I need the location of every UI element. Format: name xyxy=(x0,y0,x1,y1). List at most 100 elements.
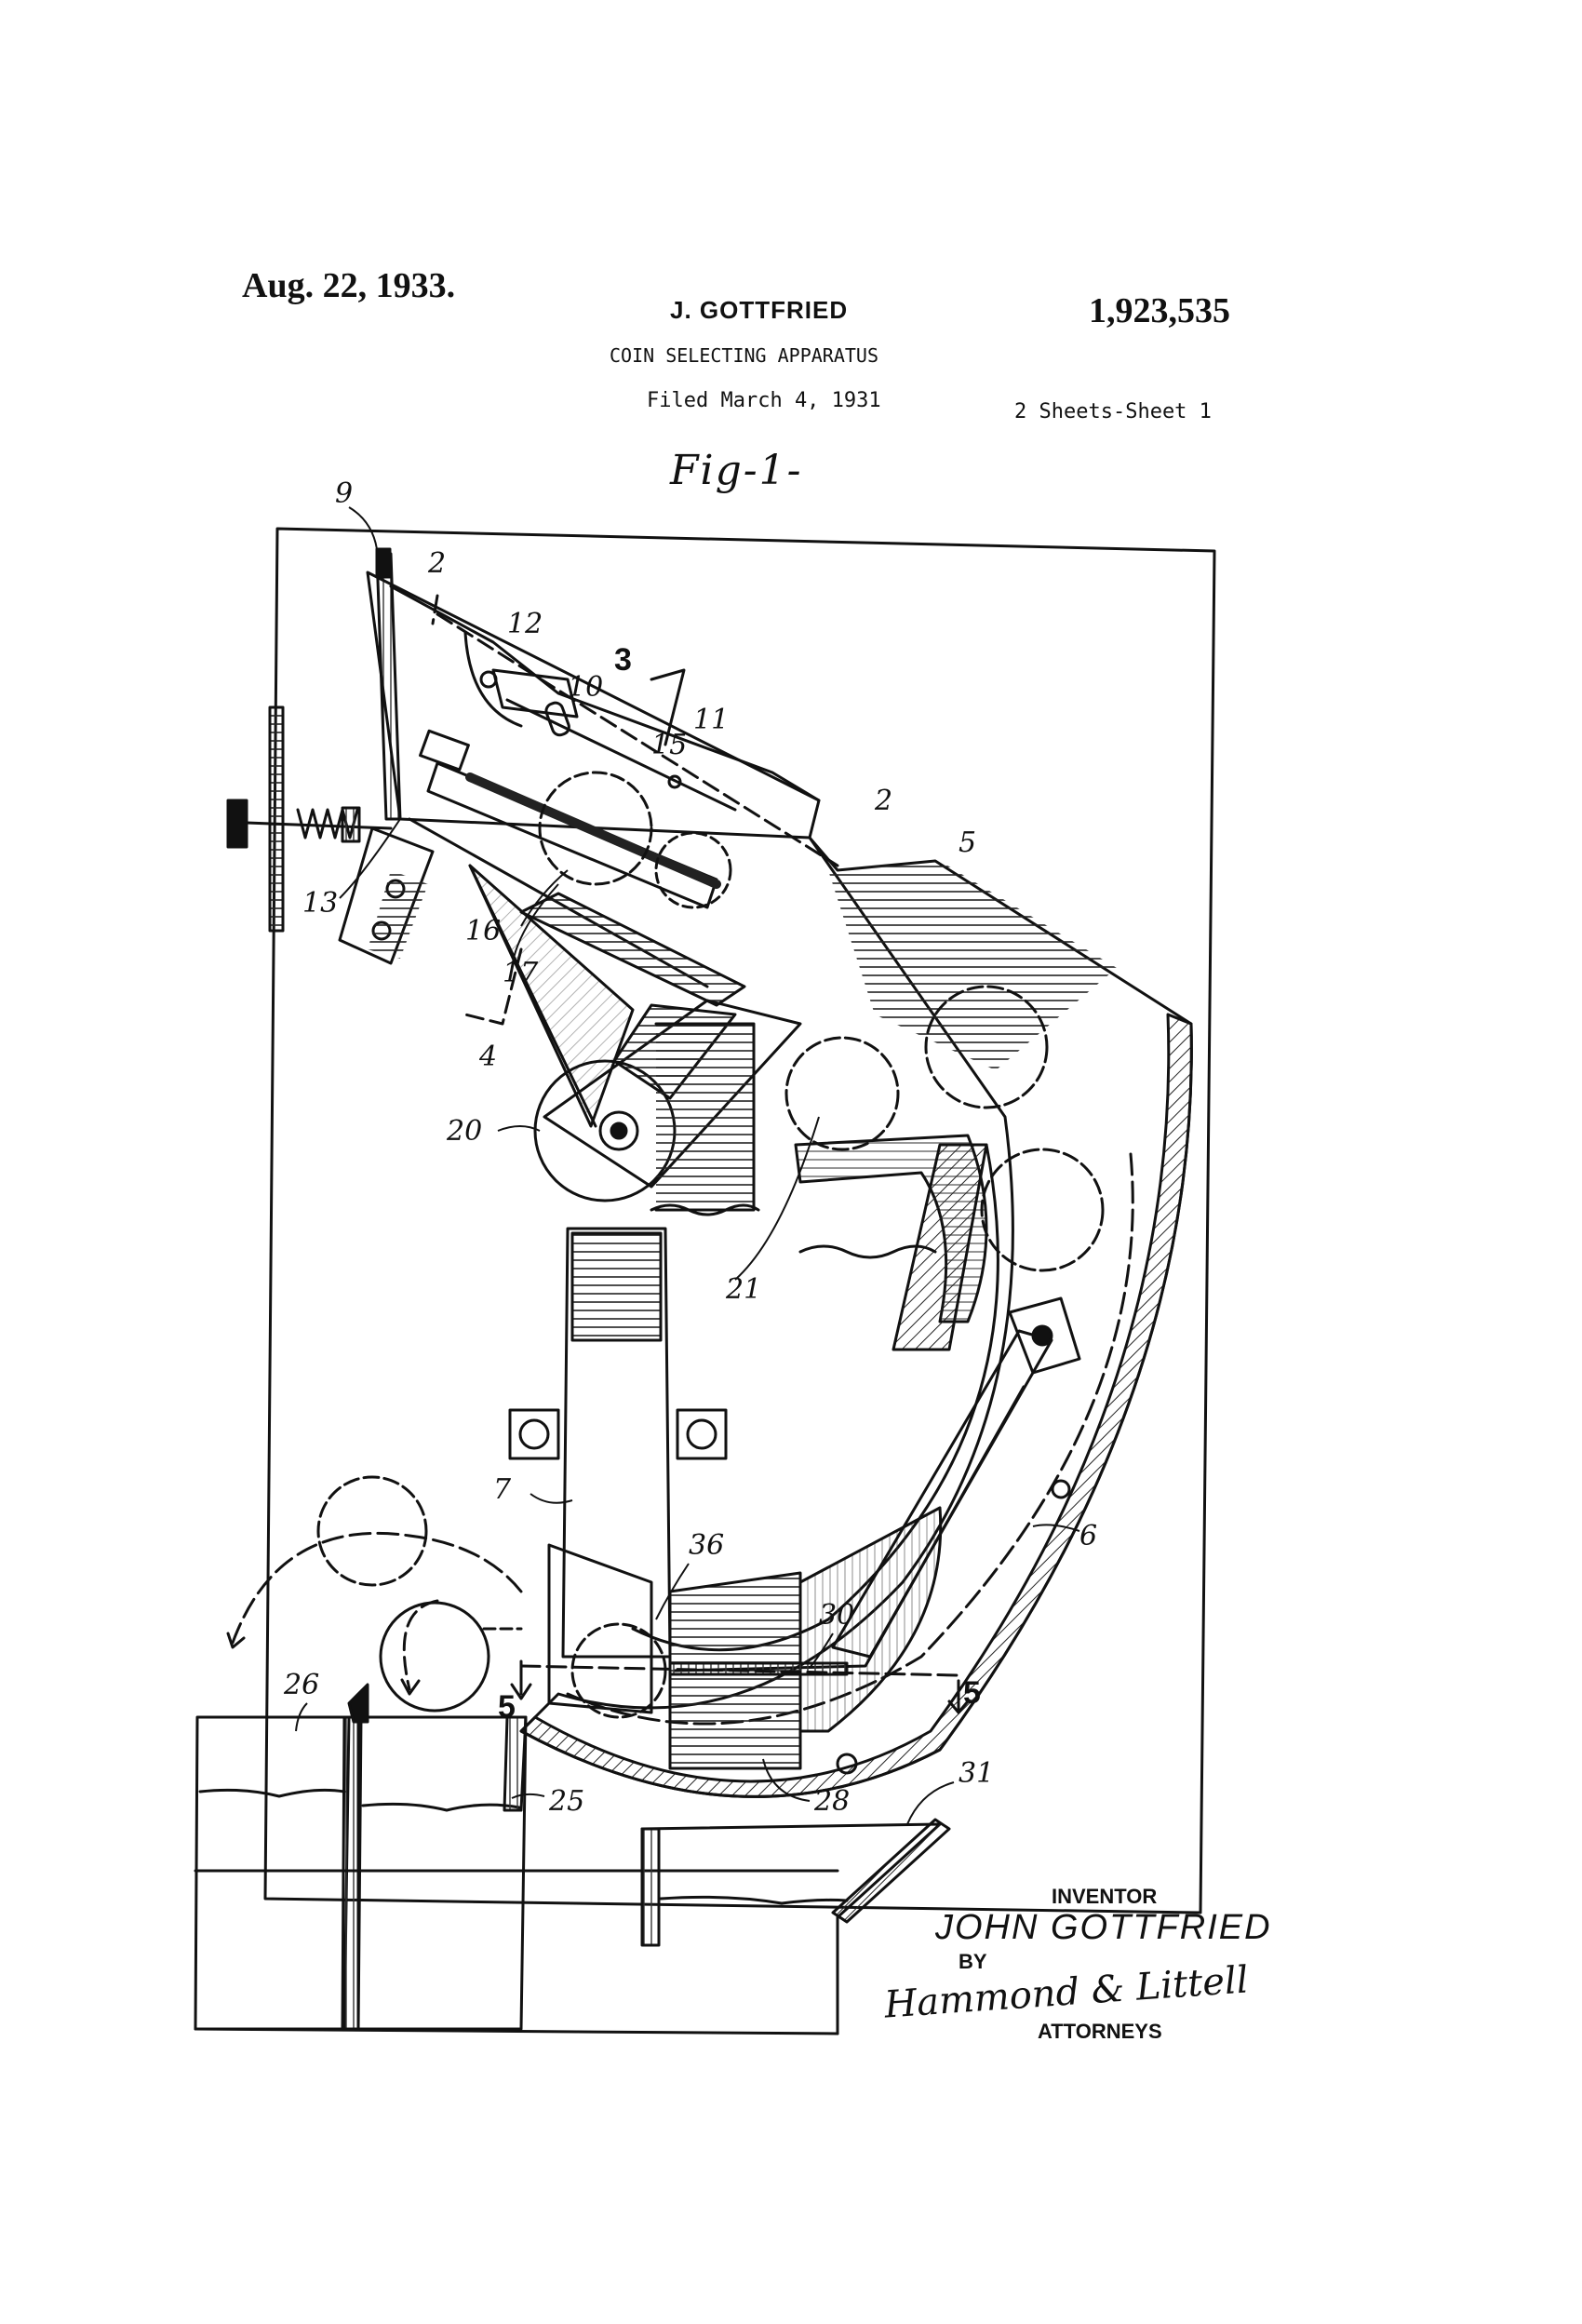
small-plate xyxy=(419,729,470,772)
lever-arm-10 xyxy=(505,698,737,812)
bin-31-wall xyxy=(640,1827,661,1947)
rocker-pivot-inner xyxy=(610,1122,628,1140)
section-arrow-5-right xyxy=(947,1687,970,1714)
funnel-edge xyxy=(468,864,597,1128)
traj-coin-a xyxy=(316,1475,428,1587)
ref-20: 20 xyxy=(446,1115,482,1148)
ref-11: 11 xyxy=(693,704,729,736)
pin-hole-a xyxy=(1051,1479,1071,1499)
patent-date: Aug. 22, 1933. xyxy=(242,266,456,305)
sheet-count: 2 Sheets-Sheet 1 xyxy=(1014,400,1212,423)
section-arrow-5-left xyxy=(510,1659,532,1700)
traj-arrow-arc xyxy=(231,1531,523,1645)
rocker-lower-bar xyxy=(654,1022,756,1212)
ref-31: 31 xyxy=(959,1757,994,1790)
ref-12: 12 xyxy=(507,608,543,640)
section-arrow-3 xyxy=(650,668,686,746)
adjust-shaft xyxy=(245,821,393,830)
bin-25 xyxy=(356,1715,528,2031)
slide-screw-right xyxy=(686,1418,717,1450)
pivot-12 xyxy=(479,670,498,689)
bracket-13 xyxy=(338,826,435,965)
ref-26: 26 xyxy=(283,1669,319,1701)
ref-15: 15 xyxy=(651,729,687,761)
bin-31-lip xyxy=(831,1818,951,1924)
ref-9: 9 xyxy=(335,477,353,510)
bin-base-line xyxy=(194,2027,839,2035)
ref-16: 16 xyxy=(465,915,501,947)
coin-race-upper xyxy=(389,584,821,802)
leader-25 xyxy=(511,1793,545,1799)
ref-2-top: 2 xyxy=(427,547,446,580)
traj-coin-b xyxy=(379,1601,490,1713)
pin-hole-b xyxy=(836,1753,858,1775)
slide-hatch xyxy=(570,1231,663,1342)
segment-hatch-strip xyxy=(892,1143,988,1351)
adjust-knob xyxy=(226,799,248,849)
figure-label: Fig-1- xyxy=(670,447,803,494)
rocker-pivot xyxy=(598,1110,639,1151)
wave-break-2 xyxy=(798,1244,937,1259)
spring-collar xyxy=(341,806,361,843)
section-line-2 xyxy=(431,594,839,867)
slide-screw-left xyxy=(518,1418,550,1450)
ref-6: 6 xyxy=(1079,1520,1097,1552)
scale-bar xyxy=(465,772,721,889)
leader-36 xyxy=(655,1563,690,1620)
bin-25-wall xyxy=(503,1715,528,1812)
segment-coin-c xyxy=(980,1148,1105,1272)
slide-channel-7 xyxy=(561,1227,672,1659)
leader-17 xyxy=(511,883,559,969)
traj-arrowhead-inner xyxy=(400,1678,421,1696)
mounting-plate xyxy=(268,705,285,933)
bin-31-liquid xyxy=(659,1895,849,1905)
traj-arrow-inner xyxy=(402,1599,439,1691)
upper-lever xyxy=(491,668,579,719)
leader-7 xyxy=(530,1493,573,1504)
inventor-signature-name: JOHN GOTTFRIED xyxy=(935,1908,1272,1947)
leader-13 xyxy=(339,818,401,899)
bracket-hatch xyxy=(368,870,428,959)
wing-nut xyxy=(1031,1324,1053,1347)
segment-coin-b xyxy=(924,985,1049,1109)
bin-26 xyxy=(194,1715,351,2031)
section-line-4 xyxy=(463,947,523,1026)
ref-2-right: 2 xyxy=(874,785,892,817)
ref-5-left: 5 xyxy=(498,1689,516,1725)
ref-7: 7 xyxy=(493,1473,512,1506)
ref-10: 10 xyxy=(568,671,603,704)
slide-screw-plate-right xyxy=(676,1408,728,1460)
patent-title: COIN SELECTING APPARATUS xyxy=(610,344,878,367)
clip-link xyxy=(544,701,570,737)
race-coin-b xyxy=(654,831,732,909)
ref-13: 13 xyxy=(302,887,338,920)
bin-deflector xyxy=(347,1683,369,1724)
inventor-header: J. GOTTFRIED xyxy=(670,296,849,324)
chute-guide-top xyxy=(375,552,402,821)
filing-date: Filed March 4, 1931 xyxy=(647,389,881,412)
by-label: BY xyxy=(959,1950,987,1973)
ref-21: 21 xyxy=(725,1273,761,1306)
rod-bracket xyxy=(1008,1296,1081,1375)
leader-6 xyxy=(1032,1524,1080,1532)
ref-28: 28 xyxy=(813,1785,850,1818)
chute-stub xyxy=(375,547,392,579)
leader-31 xyxy=(906,1781,955,1825)
inventor-label: INVENTOR xyxy=(1052,1885,1158,1908)
leader-21 xyxy=(734,1116,820,1281)
coin-race-slot xyxy=(426,761,718,909)
ref-25: 25 xyxy=(548,1785,584,1818)
slide-lower-block xyxy=(547,1543,653,1714)
ref-5-right: 5 xyxy=(963,1675,981,1711)
wave-break-1 xyxy=(650,1203,760,1216)
patent-number: 1,923,535 xyxy=(1089,291,1230,330)
leader-26 xyxy=(295,1702,308,1732)
leader-9 xyxy=(348,506,378,550)
ref-36: 36 xyxy=(689,1529,724,1562)
leader-28 xyxy=(762,1758,811,1802)
curved-cam xyxy=(463,631,523,728)
leader-30 xyxy=(809,1632,834,1669)
ref-17: 17 xyxy=(503,957,539,989)
segment-hatch-upper xyxy=(828,861,1117,1070)
